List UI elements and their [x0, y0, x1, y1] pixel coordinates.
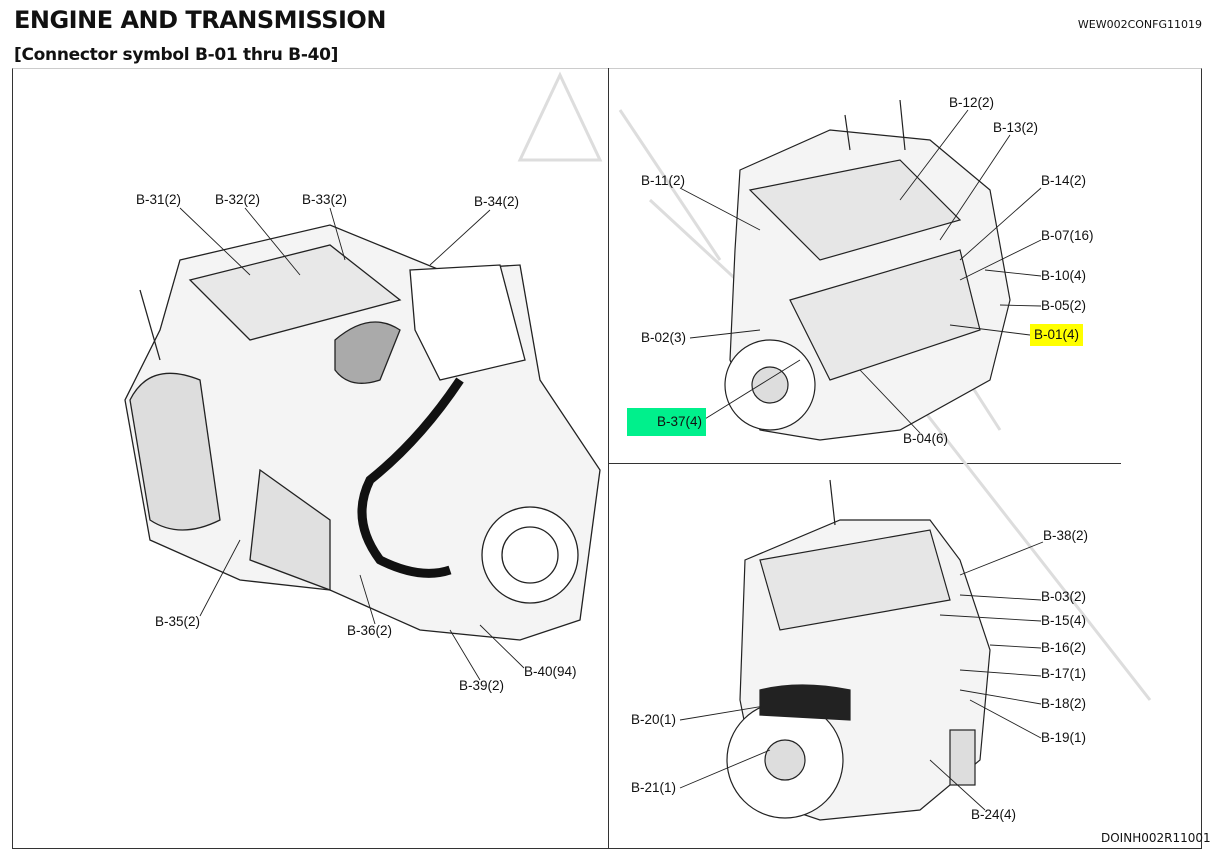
connector-label-b05: B-05(2) — [1041, 298, 1087, 313]
connector-label-b19: B-19(1) — [1041, 730, 1087, 745]
connector-label-b33: B-33(2) — [302, 192, 348, 207]
connector-label-b04: B-04(6) — [903, 431, 949, 446]
connector-label-b11: B-11(2) — [641, 173, 686, 188]
leader-lines — [179, 109, 1044, 811]
diagram-frame — [12, 68, 1202, 849]
page-title: ENGINE AND TRANSMISSION — [14, 6, 386, 34]
connector-label-b16: B-16(2) — [1041, 640, 1087, 655]
panel-divider-vertical — [608, 68, 609, 849]
connector-label-b34: B-34(2) — [474, 194, 520, 209]
connector-label-b02: B-02(3) — [641, 330, 687, 345]
connector-label-b12: B-12(2) — [949, 95, 995, 110]
connector-label-b14: B-14(2) — [1041, 173, 1087, 188]
connector-label-b37-highlighted: B-37(4) — [627, 408, 707, 436]
connector-label-b40: B-40(94) — [524, 664, 577, 679]
connector-label-b15: B-15(4) — [1041, 613, 1087, 628]
connector-label-b03: B-03(2) — [1041, 589, 1087, 604]
connector-label-b38: B-38(2) — [1043, 528, 1089, 543]
connector-label-b20: B-20(1) — [631, 712, 677, 727]
page-subtitle: [Connector symbol B-01 thru B-40] — [14, 45, 339, 65]
engine-top-view-drawing — [724, 99, 1011, 441]
connector-label-b36: B-36(2) — [347, 623, 393, 638]
connector-label-b39: B-39(2) — [459, 678, 505, 693]
engine-transmission-drawing — [124, 224, 601, 641]
figure-code: DOINH002R11001 — [1101, 831, 1211, 845]
connector-label-b07: B-07(16) — [1041, 228, 1094, 243]
connector-label-b21: B-21(1) — [631, 780, 677, 795]
engine-bottom-view-drawing — [726, 479, 991, 821]
connector-label-b18: B-18(2) — [1041, 696, 1087, 711]
connector-label-b32: B-32(2) — [215, 192, 261, 207]
document-code: WEW002CONFG11019 — [1077, 18, 1202, 31]
connector-label-b35: B-35(2) — [155, 614, 201, 629]
connector-label-b17: B-17(1) — [1041, 666, 1087, 681]
connector-label-b13: B-13(2) — [993, 120, 1039, 135]
connector-label-b10: B-10(4) — [1041, 268, 1087, 283]
draft-watermark — [517, 71, 1152, 701]
connector-label-b01-highlighted: B-01(4) — [1030, 324, 1084, 346]
panel-divider-horizontal — [608, 463, 1121, 464]
connector-label-b31: B-31(2) — [136, 192, 182, 207]
connector-label-b24: B-24(4) — [971, 807, 1017, 822]
